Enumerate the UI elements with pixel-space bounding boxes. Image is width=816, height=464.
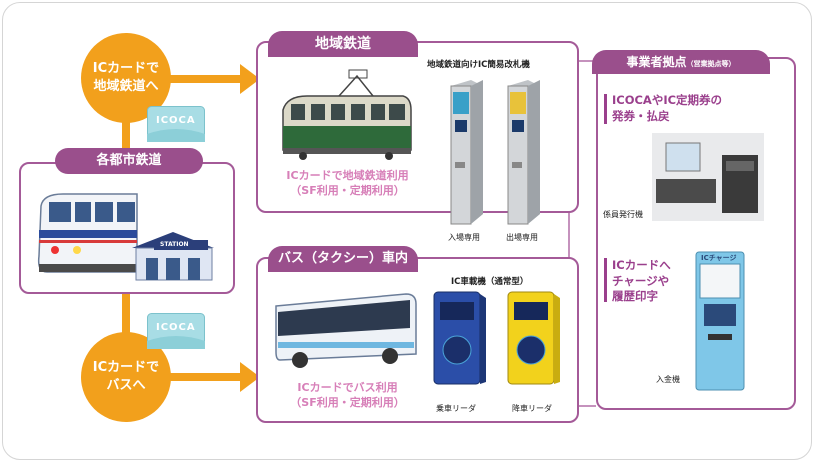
- bus-caption: ICカードでバス利用 （SF利用・定期利用）: [270, 380, 425, 411]
- icoca-card-label-bottom: ICOCA: [156, 322, 196, 333]
- icoca-card-label-top: ICOCA: [156, 115, 196, 126]
- station-sign: STATION: [160, 241, 189, 248]
- charge-device-label: 入金機: [656, 375, 680, 384]
- bus-caption-line2: （SF利用・定期利用）: [290, 396, 405, 410]
- connector-purple-2: [568, 212, 570, 258]
- reader-exit-illustration: [507, 291, 560, 385]
- tram-illustration: [282, 69, 412, 160]
- office-charge-line2: チャージや: [612, 273, 670, 288]
- circle-regional-line2: 地域鉄道へ: [93, 79, 159, 94]
- gate-title: 地域鉄道向けIC簡易改札機: [427, 60, 530, 70]
- office-charge-text: ICカードへ チャージや 履歴印字: [612, 258, 671, 305]
- regional-rail-title-text: 地域鉄道: [315, 36, 371, 52]
- issue-device-label: 係員発行機: [603, 210, 643, 219]
- gate-exit-illustration: [507, 80, 540, 225]
- city-rail-title-text: 各都市鉄道: [96, 153, 162, 168]
- circle-bus-line1: ICカードで: [92, 360, 160, 376]
- station-building-illustration: [132, 232, 214, 281]
- arrow-icon-bottom: [240, 362, 260, 392]
- reader-exit-label: 降車リーダ: [512, 404, 552, 413]
- circle-regional-line1: ICカードで: [92, 61, 160, 77]
- bus-title-text: バス（タクシー）車内: [277, 251, 408, 266]
- regional-caption-line1: ICカードで地域鉄道利用: [286, 169, 409, 182]
- reader-title: IC車載機（通常型）: [451, 277, 529, 287]
- connector-purple-3: [578, 405, 596, 407]
- gate-entry-illustration: [450, 80, 483, 225]
- regional-rail-title: 地域鉄道: [268, 31, 418, 57]
- connector-top-horizontal: [160, 75, 245, 83]
- bus-title: バス（タクシー）車内: [268, 246, 418, 272]
- office-issue-line2: 発券・払戻: [612, 108, 670, 123]
- icoca-card-icon-bottom: [147, 313, 205, 349]
- circle-to-regional-rail: ICカードで地域鉄道へ: [81, 33, 171, 123]
- office-issue-line1: ICOCAやIC定期券の: [612, 93, 723, 107]
- city-rail-title: 各都市鉄道: [55, 148, 203, 174]
- gate-entry-label: 入場専用: [448, 233, 480, 242]
- regional-caption-line2: （SF利用・定期利用）: [290, 184, 405, 198]
- charge-machine-screen-label: ICチャージ: [701, 254, 737, 262]
- office-issue-marker: [604, 94, 607, 124]
- office-title-note: （営業拠点等）: [686, 60, 736, 68]
- office-charge-line1: ICカードへ: [612, 258, 671, 272]
- office-charge-line3: 履歴印字: [612, 289, 658, 304]
- icoca-card-icon-top: [147, 106, 205, 142]
- arrow-icon-top: [240, 64, 260, 94]
- office-charge-marker: [604, 258, 607, 302]
- bus-caption-line1: ICカードでバス利用: [297, 381, 398, 394]
- reader-board-label: 乗車リーダ: [436, 404, 476, 413]
- connector-bottom-horizontal: [160, 373, 245, 381]
- charge-machine-illustration: [695, 251, 745, 391]
- issue-machine-photo: [652, 133, 764, 221]
- commuter-train-illustration: [37, 193, 138, 273]
- gate-exit-label: 出場専用: [506, 233, 538, 242]
- connector-purple-1: [578, 60, 596, 62]
- office-issue-text: ICOCAやIC定期券の 発券・払戻: [612, 93, 722, 124]
- office-title-text: 事業者拠点: [626, 55, 687, 69]
- circle-bus-line2: バスへ: [106, 378, 146, 393]
- reader-board-illustration: [433, 291, 486, 385]
- office-title: 事業者拠点（営業拠点等）: [592, 50, 770, 74]
- bus-illustration: [275, 293, 417, 368]
- regional-rail-caption: ICカードで地域鉄道利用 （SF利用・定期利用）: [270, 168, 425, 199]
